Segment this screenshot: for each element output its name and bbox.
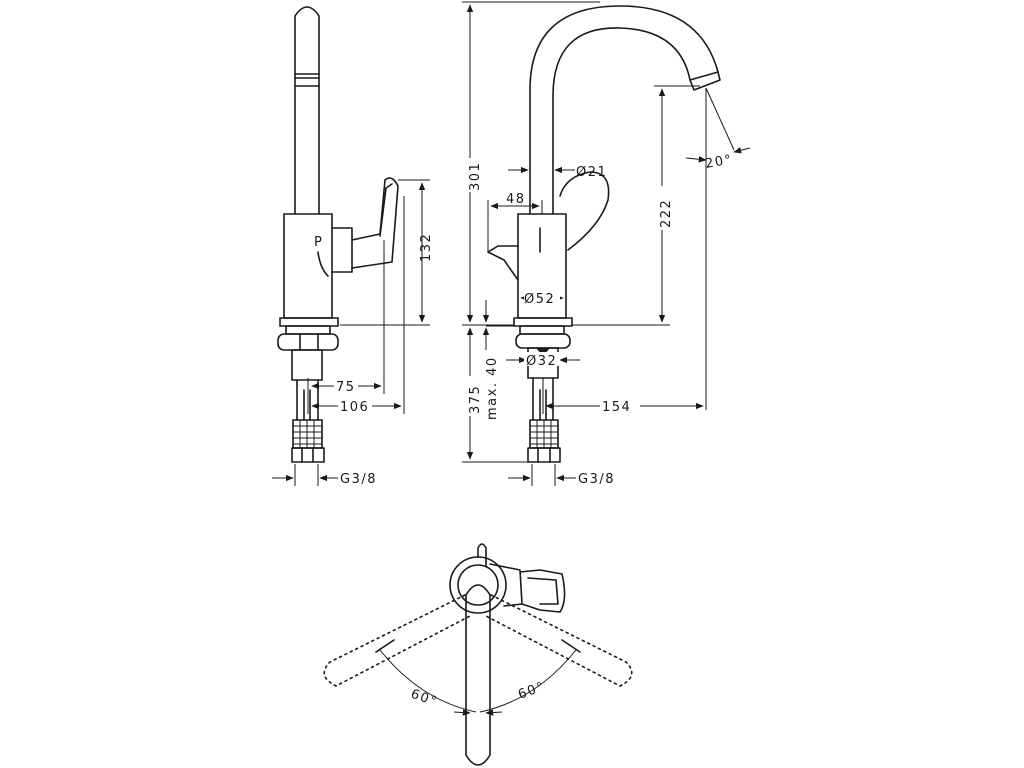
svg-text:P: P — [314, 235, 323, 250]
dim-connection-left: G3/8 — [340, 472, 377, 487]
dim-spout-height: 222 — [659, 199, 674, 228]
top-view: 60° 60° — [323, 543, 633, 766]
dim-connection-right: G3/8 — [578, 472, 615, 487]
dim-106: 106 — [340, 400, 369, 415]
dim-tailpiece-diameter: Ø32 — [526, 354, 557, 369]
front-view: 301 222 20° Ø21 48 Ø52 max. 40 — [458, 1, 751, 487]
dim-hose-length: 375 — [468, 385, 483, 414]
dim-spout-diameter: Ø21 — [576, 165, 607, 180]
dim-swivel-right: 60° — [516, 679, 547, 703]
dim-75: 75 — [336, 380, 356, 395]
dim-swivel-left: 60° — [409, 687, 440, 711]
dim-outlet-angle: 20° — [704, 152, 734, 172]
dim-lever-offset: 48 — [506, 192, 526, 207]
dim-max-thickness: max. 40 — [485, 356, 500, 420]
dim-total-height: 301 — [468, 162, 483, 191]
dim-body-diameter: Ø52 — [524, 292, 555, 307]
dim-spout-reach: 154 — [602, 400, 631, 415]
dim-handle-height: 132 — [419, 233, 434, 262]
side-view: P 132 75 106 — [272, 6, 434, 487]
